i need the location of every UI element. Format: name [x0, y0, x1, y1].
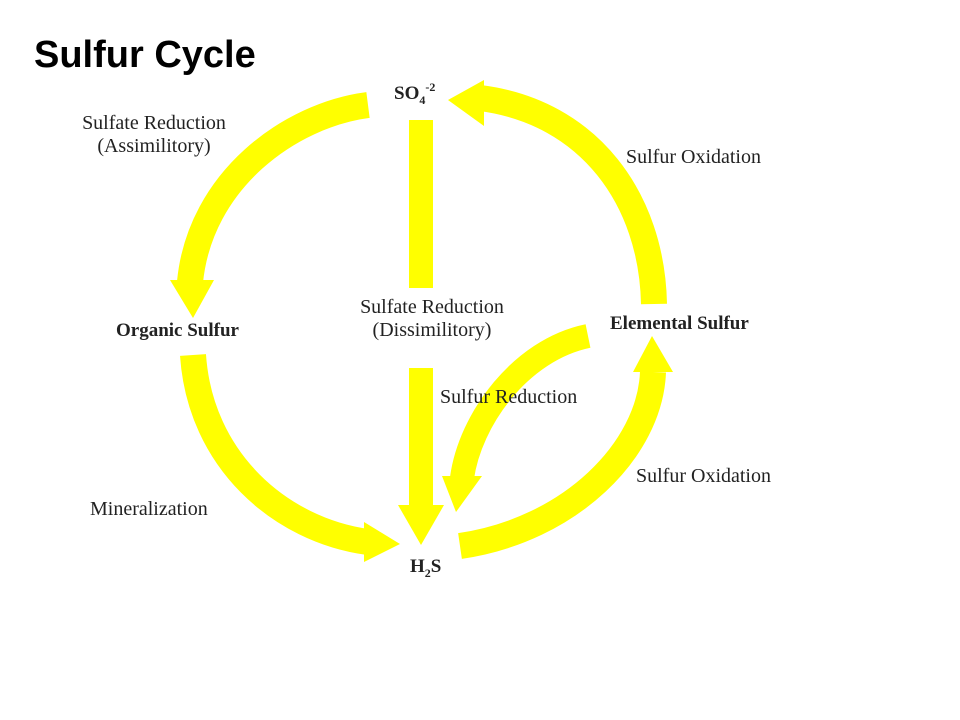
label-mineralization: Mineralization	[90, 498, 208, 520]
arrow-sulfate-to-organic	[177, 92, 370, 284]
h2s-subscript: 2	[424, 566, 431, 580]
page-title: Sulfur Cycle	[34, 34, 256, 76]
dissimilatory-line-1: Sulfate Reduction	[360, 296, 504, 318]
arrow-sulfate-to-h2s-upper	[409, 120, 433, 288]
arrow-elemental-to-sulfate	[478, 85, 667, 305]
assimilatory-line-2: (Assimilitory)	[97, 135, 211, 157]
label-oxidation-upper: Sulfur Oxidation	[626, 146, 761, 168]
sulfate-superscript: -2	[425, 80, 436, 94]
label-dissimilatory: Sulfate Reduction (Dissimilitory)	[332, 296, 532, 342]
arrowhead-sulfate-to-h2s	[398, 505, 444, 545]
sulfate-base: SO	[394, 83, 420, 104]
node-hydrogen-sulfide: H2S	[410, 556, 442, 580]
label-assimilatory: Sulfate Reduction (Assimilitory)	[54, 112, 254, 158]
sulfate-subscript: 4	[419, 93, 426, 107]
label-sulfur-reduction: Sulfur Reduction	[440, 386, 578, 408]
node-elemental-sulfur: Elemental Sulfur	[610, 313, 749, 334]
h2s-base-1: H	[410, 556, 425, 577]
label-oxidation-lower: Sulfur Oxidation	[636, 465, 771, 487]
node-sulfate: SO4-2	[394, 80, 436, 107]
dissimilatory-line-2: (Dissimilitory)	[372, 319, 492, 341]
arrow-organic-to-h2s	[180, 353, 370, 555]
node-organic-sulfur: Organic Sulfur	[116, 320, 239, 341]
assimilatory-line-1: Sulfate Reduction	[82, 112, 226, 134]
arrowhead-elemental-to-h2s	[442, 476, 482, 512]
arrowhead-organic-to-h2s	[364, 522, 400, 562]
arrowhead-h2s-to-elemental	[633, 336, 673, 372]
arrow-sulfate-to-h2s-lower	[409, 368, 433, 508]
arrow-elemental-to-h2s	[450, 324, 591, 480]
arrowhead-elemental-to-sulfate	[448, 80, 484, 126]
arrowhead-sulfate-to-organic	[170, 280, 214, 318]
h2s-base-2: S	[430, 556, 442, 577]
arrow-h2s-to-elemental	[458, 371, 666, 559]
